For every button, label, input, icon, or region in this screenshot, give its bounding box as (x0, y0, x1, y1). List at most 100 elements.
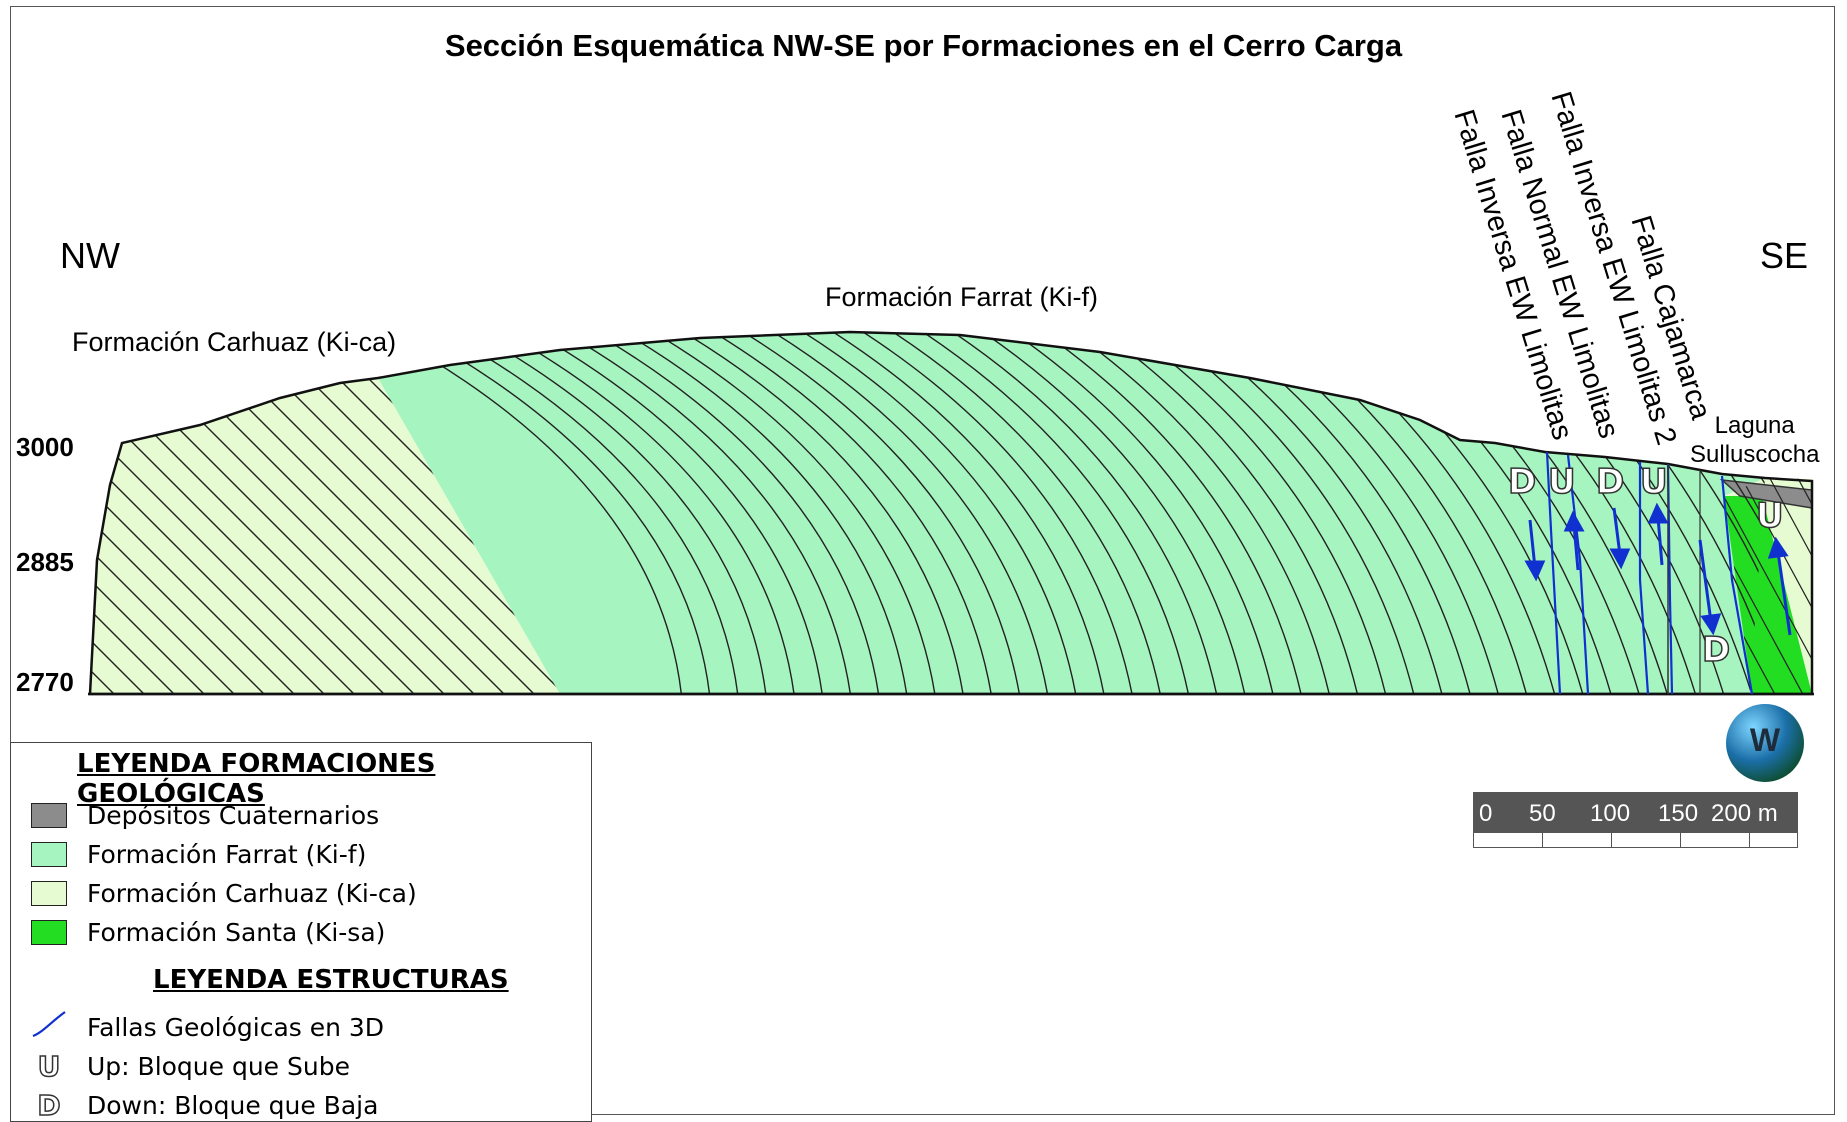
bedding-line (90, 378, 181, 694)
legend-item-label: Down: Bloque que Baja (87, 1090, 379, 1120)
bedding-line (1724, 478, 1779, 694)
topographic-profile (88, 330, 1814, 696)
bedding-line (199, 378, 541, 694)
bedding-line (90, 378, 241, 694)
bedding-line (439, 332, 740, 694)
scale-tick-label: 100 (1590, 800, 1631, 827)
arrow-up-icon (1767, 536, 1789, 559)
bedding-line (379, 332, 683, 694)
bedding-line (1099, 332, 1360, 694)
bedding-line (979, 332, 1247, 694)
bedding-line (90, 378, 361, 694)
scale-tick-label: 0 (1479, 800, 1493, 827)
bedding-line (1731, 478, 1812, 694)
orientation-se: SE (1760, 235, 1809, 276)
legend-item: D Down: Bloque que Baja (21, 1088, 379, 1122)
bedding-line (1787, 478, 1812, 694)
bedding-line (289, 378, 560, 694)
bedding-line (90, 378, 91, 694)
up-block-mark: U (1755, 495, 1784, 537)
diagram-title: Sección Esquemática NW-SE por Formacione… (444, 28, 1403, 63)
fault-line (1545, 451, 1562, 695)
bedding-line (769, 332, 1050, 694)
santa-formation (1724, 496, 1812, 694)
bedding-line (499, 332, 796, 694)
legend-item: Formación Santa (Ki-sa) (21, 915, 385, 949)
scale-tick-label: 50 (1529, 800, 1556, 827)
laguna-label-line2: Sulluscocha (1690, 441, 1820, 468)
bedding-line (1069, 332, 1332, 694)
fault-line-icon (31, 1010, 67, 1045)
bedding-line (589, 332, 881, 694)
fault-lines (1545, 451, 1754, 695)
bedding-line (799, 332, 1078, 694)
bedding-line (90, 378, 211, 694)
bedding-line (709, 332, 993, 694)
scale-bar: 0 50 100 150 200 m (1473, 792, 1798, 848)
bedding-line (1009, 332, 1275, 694)
scale-bar-body: 0 50 100 150 200 m (1473, 792, 1798, 832)
bedding-line (739, 332, 1022, 694)
farrat-bedding (379, 332, 1765, 694)
legend-swatch (31, 880, 67, 906)
legend-swatch (31, 802, 67, 828)
laguna-label-line1: Laguna (1714, 412, 1795, 439)
up-block-mark: U (1547, 461, 1576, 503)
bedding-line (829, 332, 1106, 694)
fault-line (1566, 454, 1590, 695)
legend-swatch (31, 919, 67, 945)
bedding-line (90, 378, 301, 694)
bedding-line (1724, 478, 1812, 694)
legend-structures-title: LEYENDA ESTRUCTURAS (153, 965, 509, 995)
bedding-line (889, 332, 1163, 694)
legend-item-label: Depósitos Cuaternarios (87, 800, 380, 830)
legend-item: Fallas Geológicas en 3D (21, 1010, 384, 1044)
legend-item: Formación Carhuaz (Ki-ca) (21, 876, 417, 910)
movement-arrows (1524, 502, 1792, 636)
farrat-label: Formación Farrat (Ki-f) (825, 282, 1099, 312)
down-block-icon: D (37, 1088, 62, 1122)
legend-item-label: Formación Santa (Ki-sa) (87, 917, 386, 947)
bedding-line (0, 360, 60, 700)
legend-formations-title: LEYENDA FORMACIONES GEOLÓGICAS (77, 749, 436, 809)
legend-swatch (31, 841, 67, 867)
up-block-mark: U (1639, 461, 1668, 503)
legend-item: U Up: Bloque que Sube (21, 1049, 350, 1084)
elevation-label: 3000 (16, 432, 74, 462)
scale-tick-label: 150 (1658, 800, 1699, 827)
bedding-line (90, 378, 331, 694)
bedding-line (0, 360, 30, 700)
scale-bar-segments (1473, 832, 1798, 848)
bedding-line (559, 332, 852, 694)
scale-tick-label: 200 m (1711, 800, 1778, 827)
down-block-mark: D (1507, 461, 1537, 503)
bedding-line (469, 332, 768, 694)
fault-line (1720, 475, 1754, 695)
bedding-line (649, 332, 937, 694)
orientation-nw: NW (60, 235, 120, 276)
bedding-line (409, 332, 711, 694)
laguna-label: Laguna Sulluscocha (1690, 411, 1819, 469)
bedding-line (1039, 332, 1304, 694)
bedding-line (949, 332, 1219, 694)
bedding-line (1129, 332, 1388, 694)
bedding-line (1816, 460, 1847, 700)
bedding-line (1759, 478, 1812, 694)
legend-item-label: Fallas Geológicas en 3D (87, 1012, 385, 1042)
fault-line (1638, 462, 1650, 695)
elevation-label: 2885 (16, 547, 74, 577)
legend: LEYENDA FORMACIONES GEOLÓGICAS Depósitos… (10, 742, 592, 1122)
arrow-down-icon (1700, 613, 1722, 636)
bedding-line (679, 332, 965, 694)
logo-letter: W (1749, 722, 1781, 758)
arrow-down-icon (1609, 548, 1631, 570)
down-block-mark: D (1701, 629, 1731, 671)
arrow-down-icon (1524, 560, 1546, 582)
legend-item-label: Formación Farrat (Ki-f) (87, 839, 367, 869)
elevation-label: 2770 (16, 667, 74, 697)
frame-border (10, 6, 1835, 1115)
carhuaz-label: Formación Carhuaz (Ki-ca) (72, 327, 397, 357)
company-logo: W (1726, 704, 1804, 782)
